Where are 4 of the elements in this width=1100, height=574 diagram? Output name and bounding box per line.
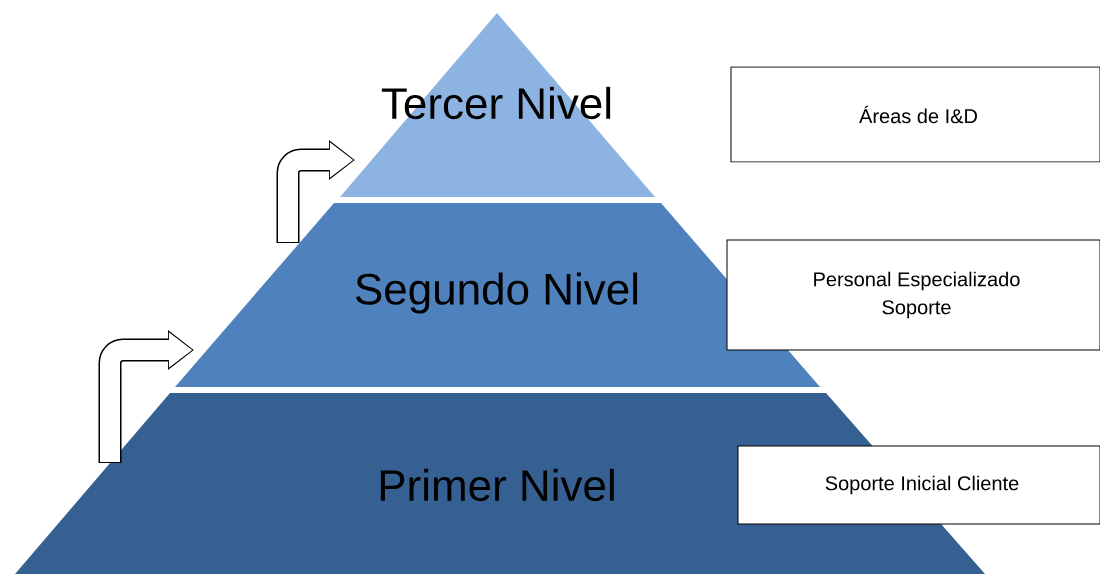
text-box: Soporte Inicial Cliente bbox=[737, 445, 1100, 525]
text-box: Personal Especializado Soporte bbox=[726, 239, 1100, 351]
text-box: Áreas de I&D bbox=[730, 66, 1100, 163]
pyramid-level: Tercer Nivel bbox=[340, 13, 655, 197]
